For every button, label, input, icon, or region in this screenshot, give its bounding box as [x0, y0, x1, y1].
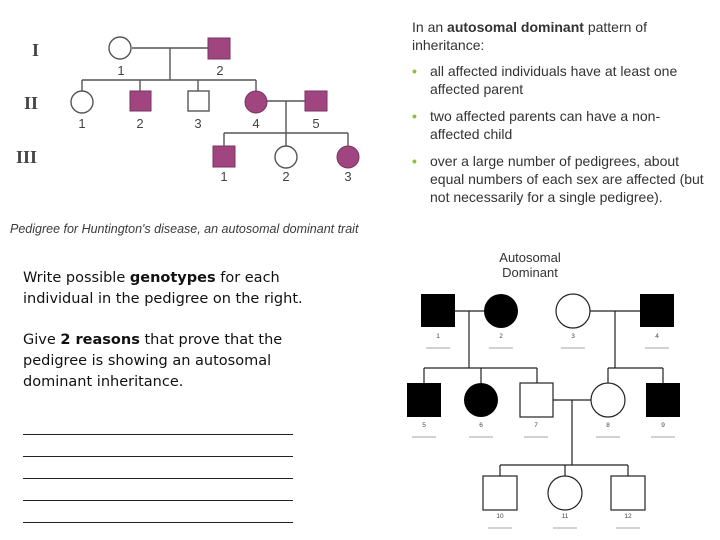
hd-i2-male-affected [207, 37, 231, 60]
ad-3-female-unaffected [555, 293, 591, 329]
gen-label-iii: III [16, 147, 37, 167]
pedigree-caption: Pedigree for Huntington's disease, an au… [10, 222, 359, 236]
hd-num-ii4: 4 [252, 116, 259, 131]
ad-num-1: 1 [436, 333, 440, 340]
hd-iii2-female-unaffected [274, 145, 298, 169]
instructions: Write possible genotypes for each indivi… [23, 268, 313, 413]
ad-9-male-affected [646, 383, 680, 417]
info-bullet-2: •two affected parents can have a non-aff… [412, 108, 661, 142]
ad-1-male-affected [421, 294, 455, 327]
instruction-reasons: Give 2 reasons that prove that the pedig… [23, 332, 283, 390]
bullet-dot-icon: • [412, 108, 417, 124]
answer-line-5[interactable] [23, 522, 293, 523]
ad-num-6: 6 [479, 422, 483, 429]
ad-12-male-unaffected [610, 475, 646, 511]
ad-11-female-unaffected [547, 475, 583, 511]
hd-num-ii5: 5 [312, 116, 319, 131]
hd-num-ii2: 2 [136, 116, 143, 131]
hd-num-iii3: 3 [344, 169, 351, 184]
info-heading: In an autosomal dominant pattern of inhe… [412, 19, 647, 53]
instruction-genotypes: Write possible genotypes for each indivi… [23, 270, 303, 307]
ad-num-10: 10 [496, 513, 504, 520]
hd-num-iii1: 1 [220, 169, 227, 184]
ad-2-female-affected [484, 294, 518, 328]
info-bullet-3: •over a large number of pedigrees, about… [412, 153, 704, 205]
ad-num-11: 11 [562, 513, 569, 520]
hd-num-ii3: 3 [194, 116, 201, 131]
ad-num-3: 3 [571, 333, 575, 340]
info-heading-bold: autosomal dominant [447, 19, 584, 35]
ad-num-12: 12 [624, 513, 632, 520]
ad-5-male-affected [407, 383, 441, 417]
hd-iii1-male-affected [212, 145, 236, 168]
ad-num-8: 8 [606, 422, 610, 429]
ad-4-male-affected [640, 294, 674, 327]
info-bullet-1: •all affected individuals have at least … [412, 63, 678, 97]
hd-iii3-female-affected [336, 145, 360, 169]
hd-num-iii2: 2 [282, 169, 289, 184]
hd-ii4-female-affected [244, 90, 268, 114]
huntington-pedigree: I II III 1 2 1 2 3 4 5 1 2 3 [16, 36, 360, 184]
answer-line-2[interactable] [23, 456, 293, 457]
answer-line-4[interactable] [23, 500, 293, 501]
ad-num-5: 5 [422, 422, 426, 429]
ad-num-4: 4 [655, 333, 659, 340]
ad-num-2: 2 [499, 333, 503, 340]
ad-8-female-unaffected [590, 382, 626, 418]
hd-ii1-female-unaffected [70, 90, 94, 114]
ad-num-9: 9 [661, 422, 665, 429]
ad-7-male-unaffected [519, 382, 554, 418]
autosomal-dominant-pedigree: 1 2 3 4 5 6 7 8 9 10 11 12 [407, 293, 680, 529]
answer-line-3[interactable] [23, 478, 293, 479]
hd-num-ii1: 1 [78, 116, 85, 131]
hd-ii2-male-affected [129, 90, 152, 112]
gen-label-i: I [32, 40, 39, 60]
ad-10-male-unaffected [482, 475, 518, 511]
hd-num-i2: 2 [216, 63, 223, 78]
ad-6-female-affected [464, 383, 498, 417]
bullet-dot-icon: • [412, 63, 417, 79]
hd-ii5-male-affected [304, 90, 328, 112]
gen-label-ii: II [24, 93, 38, 113]
hd-num-i1: 1 [117, 63, 124, 78]
hd-i1-female-unaffected [108, 36, 132, 60]
bullet-dot-icon: • [412, 153, 417, 169]
answer-line-1[interactable] [23, 434, 293, 435]
ad-num-7: 7 [534, 422, 538, 429]
hd-ii3-male-unaffected [187, 90, 210, 112]
ad-pedigree-title: Autosomal Dominant [499, 250, 561, 280]
